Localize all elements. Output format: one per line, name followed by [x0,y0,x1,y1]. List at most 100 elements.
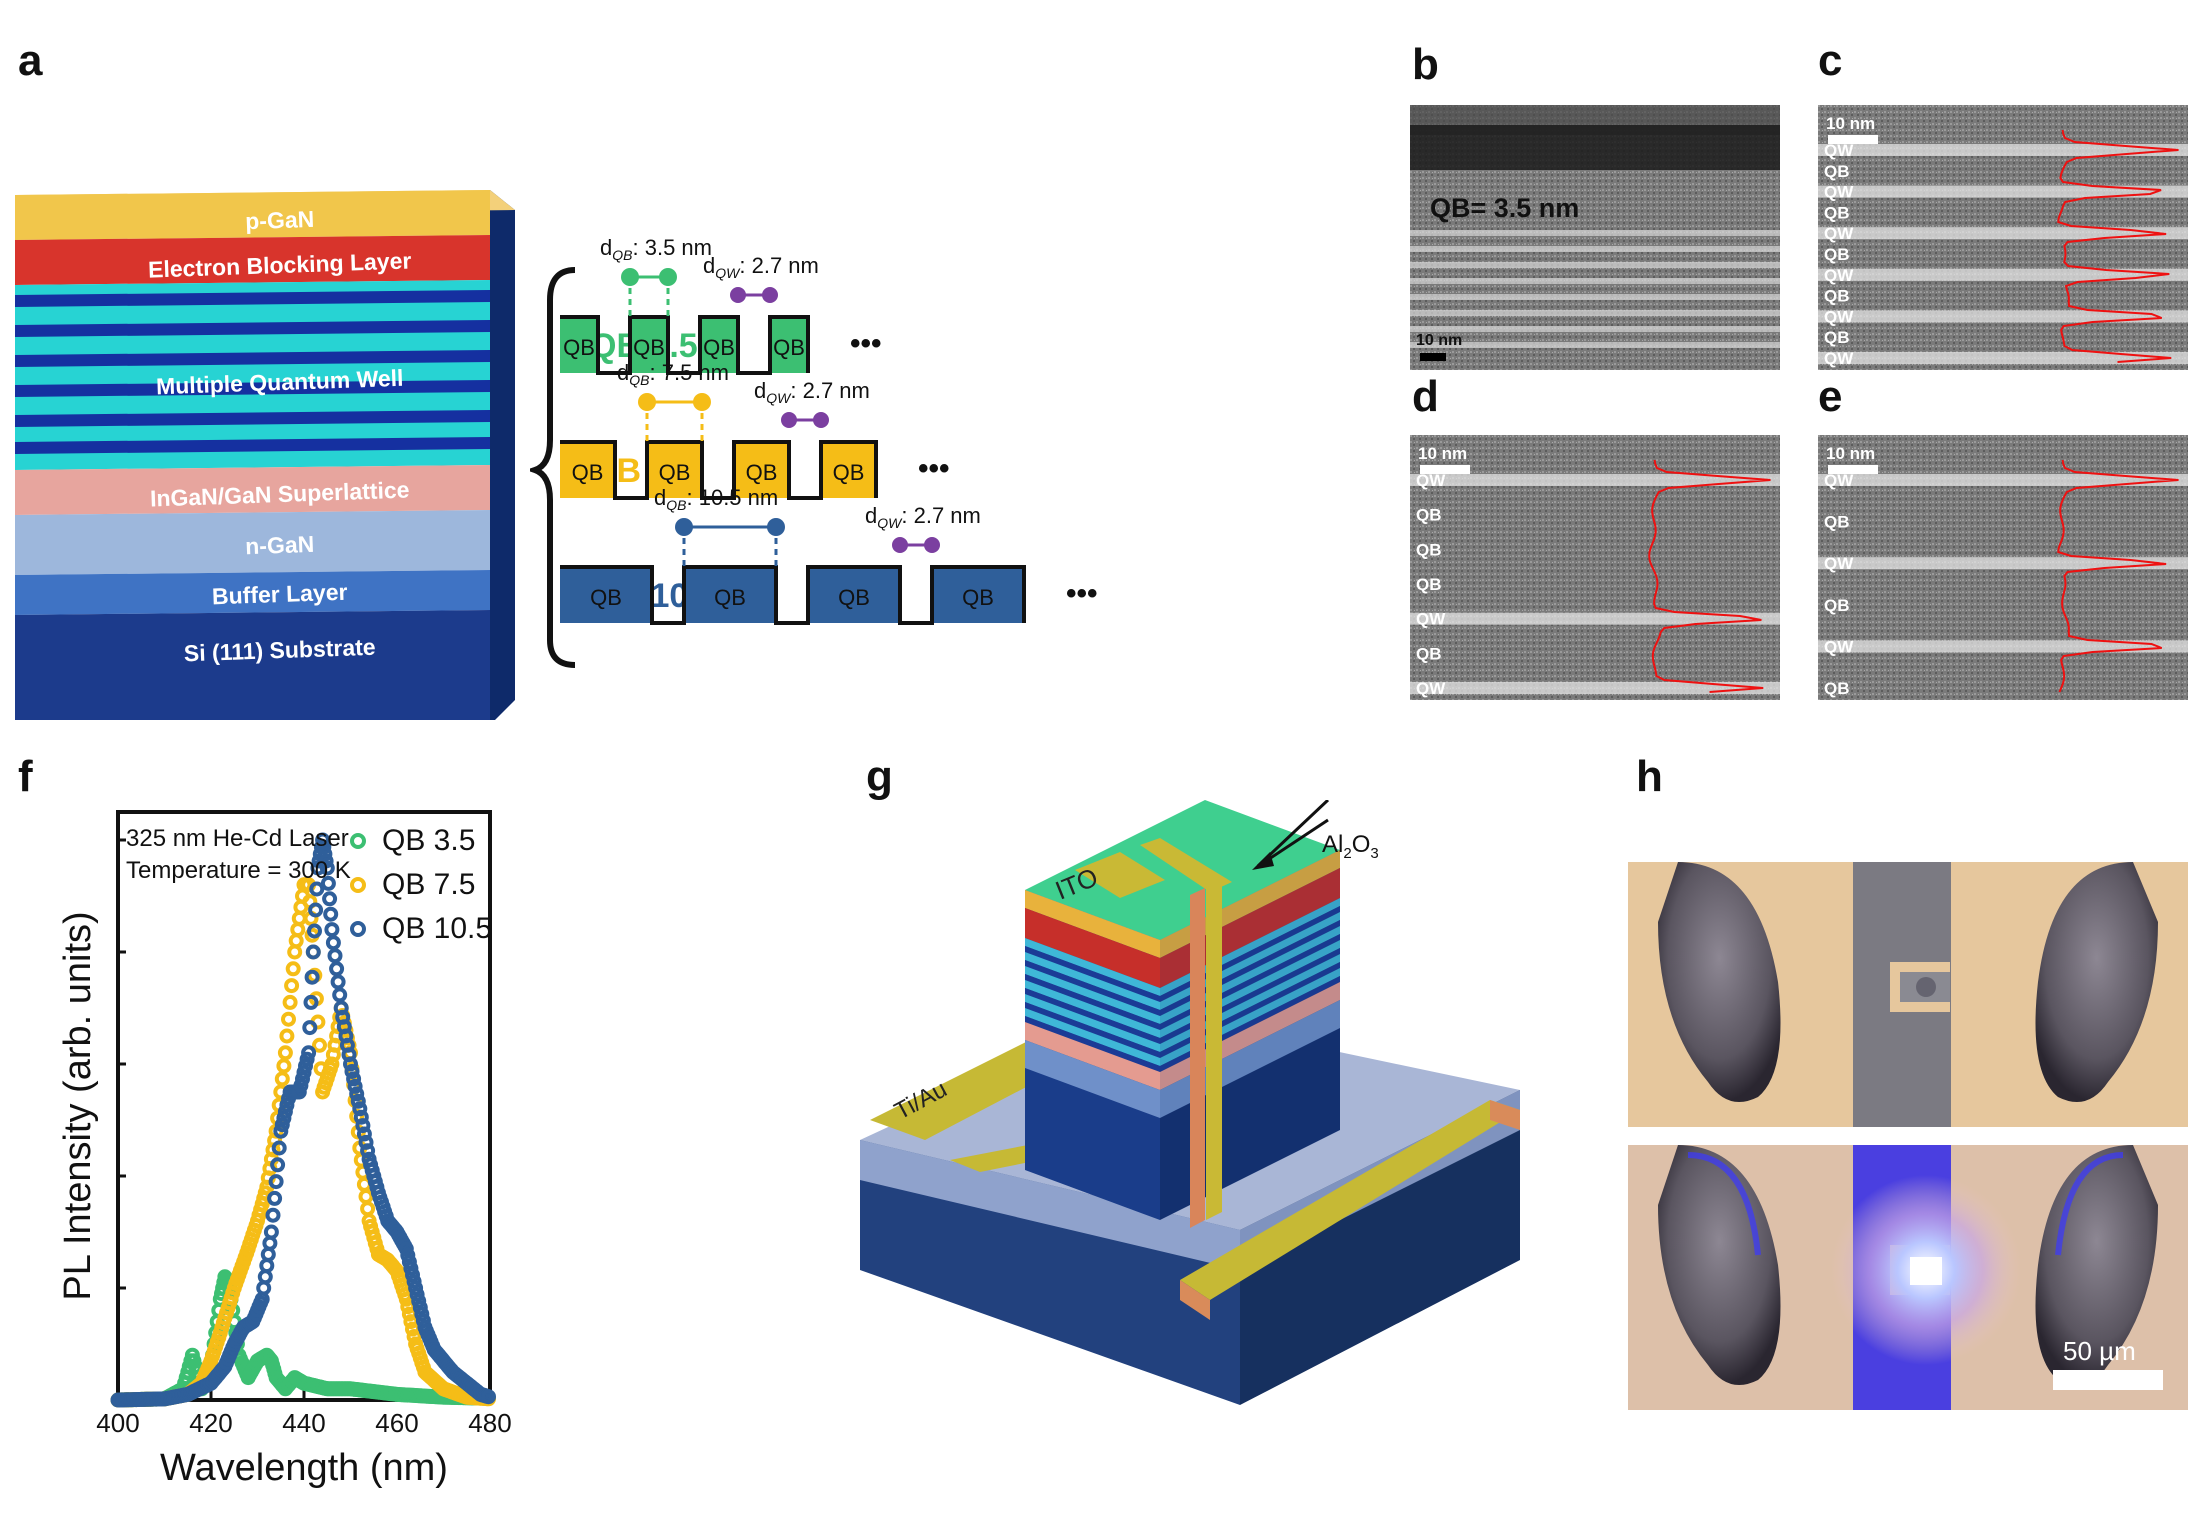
data-point [352,1101,368,1117]
tem-c-scale: 10 nm [1826,114,1875,133]
tem-row-label: QW [1416,471,1446,490]
data-point [360,1143,376,1159]
tem-stripe [1818,352,2188,364]
tem-stripe [1818,310,2188,323]
layer-label-p-gan: p-GaN [245,206,315,234]
qb-barrier-label: QB [563,335,595,360]
tem-stripe [1410,326,1780,332]
mesa-layer-front [1025,938,1160,996]
qb-barrier-label: QB [962,585,994,610]
tem-row-label: QB [1416,575,1442,594]
qb-barrier [770,317,808,373]
qb-barrier [647,442,702,498]
mesa-layer-front [1025,974,1160,1030]
series-1 [110,877,496,1408]
dqw-dot [924,537,940,553]
mesa-layer-front [1025,908,1160,988]
data-point [265,1207,281,1223]
data-point [284,978,300,994]
x-tick-label: 440 [282,1408,325,1438]
data-point [256,1280,272,1296]
tem-stripe [1410,474,1780,486]
x-tick-label: 480 [468,1408,511,1438]
data-point [349,1086,365,1102]
scale-bar-label: 50 µm [2063,1336,2136,1366]
data-point [296,1064,312,1080]
mesa-layer-front [1025,960,1160,1016]
qb-barrier-label: QB [833,460,865,485]
data-point [276,1110,292,1126]
data-point [304,969,320,985]
data-point [259,1258,275,1274]
tem-stripe [1410,294,1780,300]
tem-images: QB= 3.5 nm 10 nm 10 nm QWQBQWQBQWQBQWQBQ… [1410,105,2188,700]
data-point [323,906,339,922]
ellipsis: ••• [850,327,882,360]
qb-barrier-label: QB [572,460,604,485]
chart-annotation: Temperature = 300 K [126,857,351,884]
data-point [358,1189,374,1204]
legend-label: QB 3.5 [382,824,475,857]
data-point [358,1134,374,1150]
dqw-label: dQW: 2.7 nm [754,378,870,406]
tem-row-label: QB [1416,644,1442,663]
data-point [322,891,338,907]
tem-row-label: QW [1824,349,1854,368]
data-point [260,1246,276,1262]
data-point [262,1235,278,1251]
qb-barrier-label: QB [838,585,870,610]
qb-barrier [700,317,738,373]
x-tick-label: 400 [96,1408,139,1438]
tem-stripe [1818,227,2188,240]
data-point [398,1241,414,1257]
data-point [400,1247,416,1263]
data-point [305,944,321,960]
data-point [344,1064,360,1079]
mesa-layer-front [1025,1040,1160,1118]
data-point [257,1269,273,1285]
chart-annotation: 325 nm He-Cd Laser [126,825,349,852]
mesa-layer-front [1025,952,1160,1010]
data-point [414,1306,430,1322]
qb-profile-line [560,440,878,500]
legend-marker [350,921,366,937]
data-point [355,1118,371,1134]
y-axis-label: PL Intensity (arb. units) [60,911,99,1300]
data-point [325,935,341,951]
dqw-dot [730,287,746,303]
micrograph-off [1628,862,2188,1127]
tem-row-label: QW [1824,141,1854,160]
mesa-layer-front [1025,1022,1160,1090]
tem-row-label: QW [1416,610,1446,629]
data-point [299,1051,315,1067]
mesa-layer-front [1025,890,1160,958]
panel-label-e: e [1818,372,1843,421]
layer-label-n-gan: n-GaN [245,531,315,559]
data-point [481,1389,496,1405]
dqw-dot [892,537,908,553]
qb-barrier-label: QB [703,335,735,360]
data-point [270,1157,286,1173]
tem-stripe [1818,144,2188,156]
mesa-layer-front [1025,980,1160,1038]
data-point [343,1056,358,1072]
panel-label-a: a [18,36,43,85]
data-point [327,948,343,964]
data-point [298,1058,313,1074]
dqw-label: dQW: 2.7 nm [865,503,981,531]
data-point [350,1093,366,1109]
panel-label-c: c [1818,36,1843,85]
tem-row-label: QB [1416,506,1442,525]
ellipsis: ••• [918,452,950,485]
qb-barrier [808,567,900,623]
data-point [403,1260,419,1276]
qb-barrier-label: QB [590,585,622,610]
qb-barrier [932,567,1024,623]
tem-e-scale: 10 nm [1826,444,1875,463]
qb-barrier [560,317,598,373]
data-point [288,933,304,949]
tem-row-label: QB [1824,513,1850,532]
data-point [360,1201,376,1217]
